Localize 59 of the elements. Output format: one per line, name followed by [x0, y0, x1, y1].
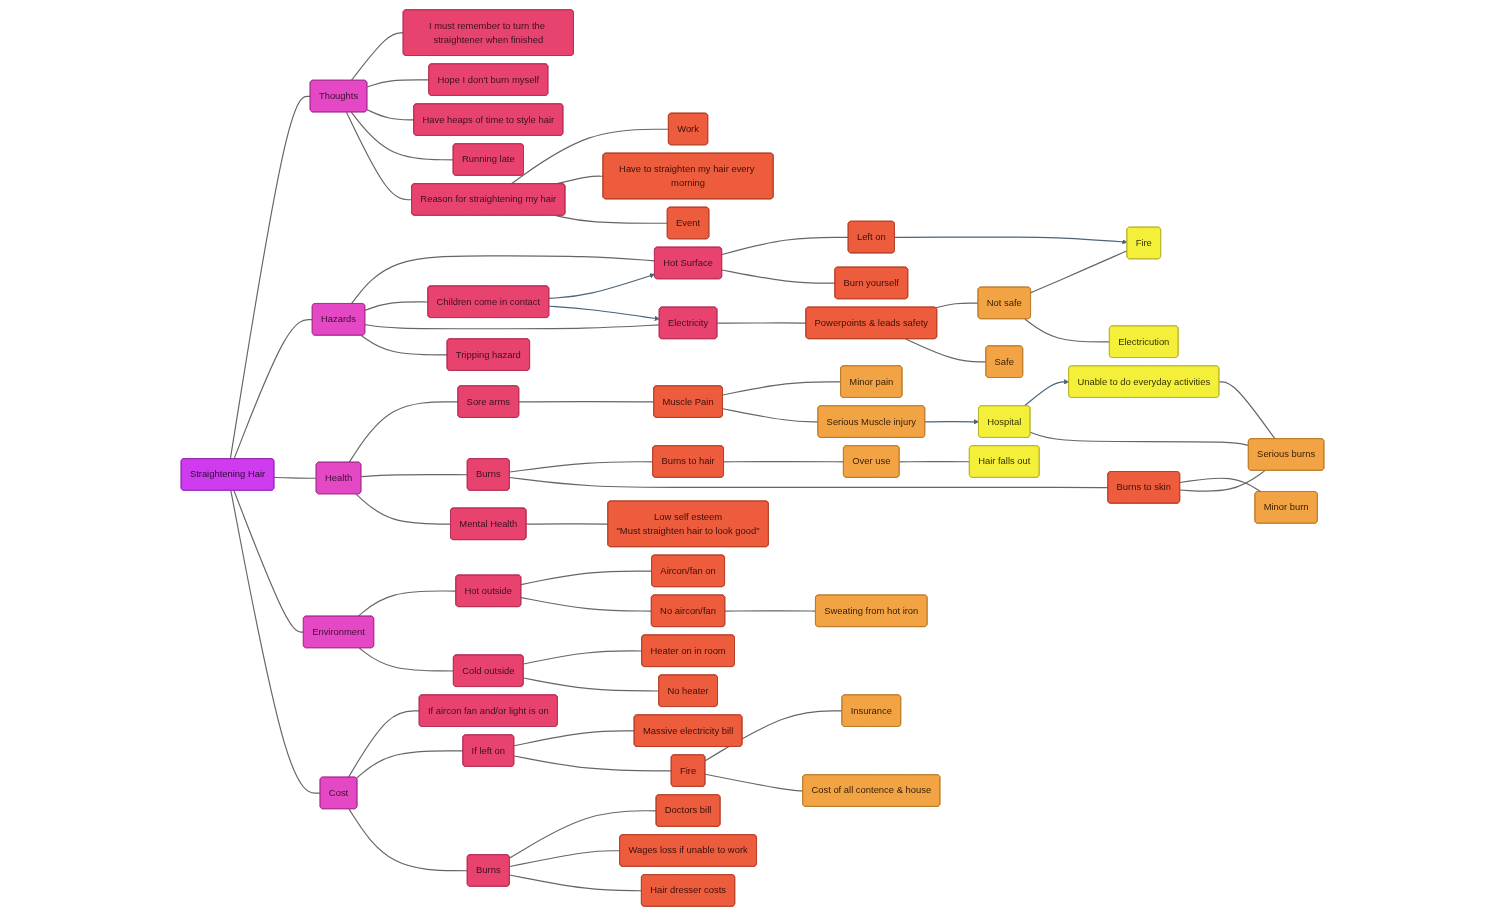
connector: [364, 324, 661, 330]
connector: [273, 476, 317, 479]
connector: [357, 590, 457, 617]
connector: [724, 610, 817, 612]
connector: [704, 773, 804, 792]
connector: [509, 461, 654, 473]
connector: [347, 710, 420, 778]
connector: [520, 570, 653, 586]
connector: [518, 401, 655, 403]
connector: [1179, 477, 1262, 493]
arrow: [548, 305, 660, 321]
connector: [513, 730, 635, 747]
connector: [509, 850, 621, 868]
connector: [348, 401, 459, 463]
connector: [509, 476, 1109, 489]
connector: [723, 461, 845, 463]
connector: [522, 677, 660, 692]
arrow: [894, 236, 1128, 245]
connector: [898, 461, 971, 463]
connector: [509, 810, 657, 859]
connector: [704, 710, 843, 762]
connector: [522, 650, 643, 665]
connector: [350, 32, 404, 82]
connector: [229, 95, 311, 460]
connector: [230, 490, 321, 794]
arrow: [1023, 379, 1070, 407]
connector: [360, 474, 469, 478]
connector: [935, 302, 979, 309]
connector: [366, 109, 415, 121]
connector: [348, 808, 469, 872]
connector: [366, 79, 430, 88]
arrow: [924, 419, 979, 425]
connector: [721, 269, 836, 284]
connector: [1024, 318, 1111, 343]
connector: [721, 236, 849, 256]
connector: [355, 493, 452, 525]
connector: [358, 647, 455, 672]
connector: [716, 322, 807, 324]
connector: [520, 597, 653, 612]
connector: [1029, 431, 1250, 447]
connector: [233, 490, 305, 633]
connector: [350, 255, 656, 305]
connector: [722, 408, 819, 423]
connector: [509, 874, 643, 892]
connector: [510, 128, 670, 185]
connector: [525, 523, 609, 525]
connector: [1218, 381, 1276, 440]
connector: [355, 750, 464, 779]
connector: [350, 111, 454, 161]
connector: [233, 319, 314, 460]
connector: [513, 755, 673, 772]
connector: [1030, 250, 1128, 294]
arrow: [548, 273, 655, 300]
connector: [1179, 470, 1266, 492]
connector: [722, 381, 842, 396]
connector: [360, 334, 448, 356]
connector: [364, 301, 429, 311]
connector: [905, 338, 987, 363]
connector: [345, 111, 413, 201]
